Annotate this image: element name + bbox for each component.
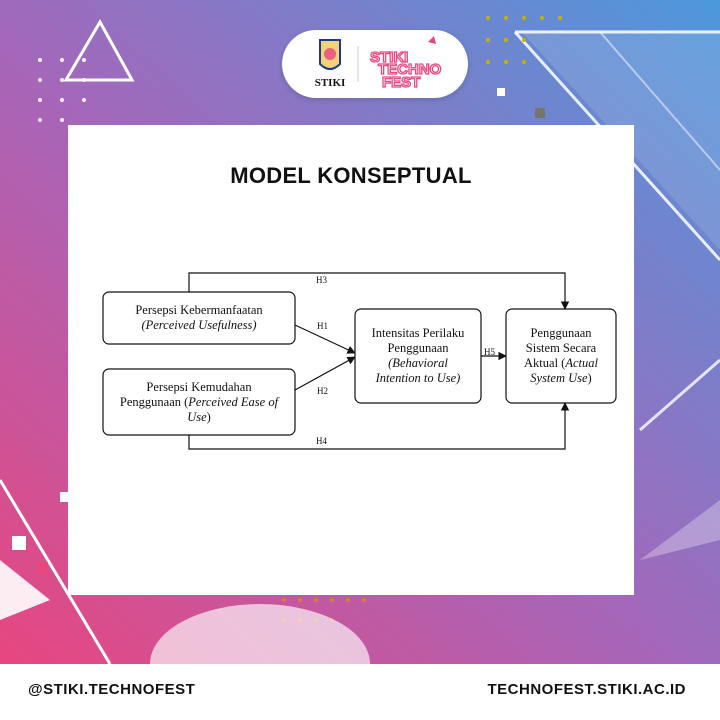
node-ease-suffix: ) xyxy=(206,409,211,424)
footer-bar: @STIKI.TECHNOFEST TECHNOFEST.STIKI.AC.ID xyxy=(0,664,720,720)
node-intention: Intensitas Perilaku Penggunaan (Behavior… xyxy=(355,309,481,403)
edge-label-h3: H3 xyxy=(316,275,327,285)
node-actual-italic: Actual System Use xyxy=(530,356,598,385)
edge-h4 xyxy=(188,402,570,450)
edge-h1 xyxy=(294,324,356,354)
node-intention-italic: (Behavioral Intention to Use) xyxy=(375,356,461,385)
conceptual-model-diagram xyxy=(102,272,617,450)
node-actual: Penggunaan Sistem Secara Aktual (Actual … xyxy=(506,309,616,403)
node-usefulness: Persepsi Kebermanfaatan (Perceived Usefu… xyxy=(103,292,295,344)
edge-label-h1: H1 xyxy=(317,321,328,331)
node-usefulness-italic: (Perceived Usefulness) xyxy=(141,318,257,332)
technofest-line-3: FEST xyxy=(382,74,420,91)
card-title: MODEL KONSEPTUAL xyxy=(230,163,472,188)
edge-label-h2: H2 xyxy=(317,386,328,396)
node-usefulness-text: Persepsi Kebermanfaatan xyxy=(135,303,263,317)
footer-website[interactable]: TECHNOFEST.STIKI.AC.ID xyxy=(487,681,686,698)
node-intention-text: Intensitas Perilaku Penggunaan xyxy=(371,326,465,355)
edge-h2 xyxy=(294,356,356,391)
rocket-icon xyxy=(428,36,436,44)
edge-label-h4: H4 xyxy=(316,436,327,446)
logo-badge: STIKI STIKI TECHNO FEST xyxy=(282,30,468,98)
node-actual-suffix: ) xyxy=(587,371,592,385)
content-card: MODEL KONSEPTUAL Persepsi Kebermanfaatan… xyxy=(68,125,634,595)
footer-social-handle[interactable]: @STIKI.TECHNOFEST xyxy=(28,681,196,698)
stiki-seal-text: STIKI xyxy=(315,77,346,89)
edge-h3 xyxy=(188,272,570,310)
node-usefulness-box xyxy=(102,291,296,345)
node-actual-text: Penggunaan Sistem Secara Aktual ( xyxy=(524,326,597,370)
technofest-line-1: STIKI xyxy=(370,49,408,66)
logos-graphic: STIKI STIKI TECHNO FEST xyxy=(315,36,442,92)
technofest-line-2: TECHNO xyxy=(378,61,442,78)
technofest-logo: STIKI TECHNO FEST xyxy=(369,48,442,91)
node-ease-box xyxy=(102,368,296,436)
node-ease-italic: Perceived Ease of Use xyxy=(187,394,279,424)
node-ease: Persepsi Kemudahan Penggunaan (Perceived… xyxy=(103,369,295,435)
node-ease-text: Persepsi Kemudahan Penggunaan ( xyxy=(119,379,252,409)
stiki-seal-icon: STIKI xyxy=(315,39,346,89)
edge-label-h5: H5 xyxy=(484,347,495,357)
